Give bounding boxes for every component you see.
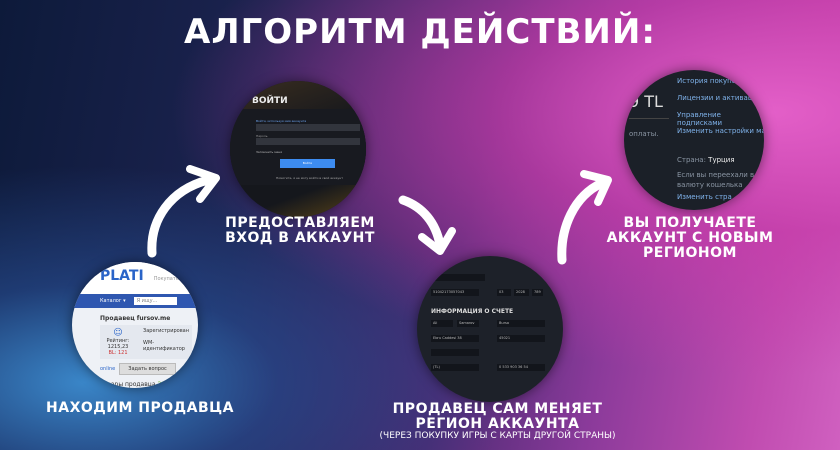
country-label: Страна: [677, 156, 706, 164]
caption-line: АККАУНТ С НОВЫМ [606, 230, 774, 246]
password-field [256, 138, 360, 145]
arrow-icon [557, 170, 612, 265]
month-field: 03 [497, 289, 511, 296]
store-settings-link: Изменить настройки магазина [677, 127, 764, 135]
registered-label: Зарегистрирован [143, 328, 189, 334]
address2-field [431, 349, 479, 356]
login-heading: ВОЙТИ [252, 96, 288, 106]
account-settings-screenshot: 9 TL оплаты. История покупок Лицензии и … [624, 70, 764, 210]
remember-checkbox: Запомнить меня [256, 150, 283, 154]
card-number-field: 5104217305​7043 [431, 289, 479, 296]
caption-line: ВХОД В АККАУНТ [225, 230, 375, 246]
login-screenshot: ВОЙТИ Войти, используя имя аккаунта Паро… [230, 81, 366, 217]
seller-bl: BL: 121 [108, 350, 128, 356]
purchase-history-link: История покупок [677, 77, 741, 85]
step1-caption: НАХОДИМ ПРОДАВЦА [46, 400, 234, 416]
cvv-field: 789 [532, 289, 543, 296]
wm-label: WM-идентификатор [143, 340, 185, 352]
year-field: 2028 [514, 289, 529, 296]
subscriptions-link: Управление подписками [677, 111, 723, 127]
plati-logo: PLATI [100, 268, 144, 284]
header-link: Покупателям [153, 276, 189, 282]
wallet-text: валюту кошелька [677, 181, 743, 189]
online-status: online [100, 366, 116, 372]
zip-field: 45021 [497, 335, 545, 342]
seller-name: Продавец fursov.me [100, 315, 171, 322]
licenses-link: Лицензии и активация [677, 94, 762, 102]
address-field: Ebru Caddesi 38 [431, 335, 479, 342]
first-name-field: Ali [431, 320, 453, 327]
arrow-icon [398, 195, 456, 255]
goods-label: Товары продавца [100, 381, 156, 388]
caption-line: ВЫ ПОЛУЧАЕТЕ [623, 215, 757, 231]
account-info-heading: ИНФОРМАЦИЯ О СЧЕТЕ [431, 308, 514, 315]
login-button: Войти [280, 159, 335, 168]
page-title: АЛГОРИТМ ДЕЙСТВИЙ: [184, 12, 656, 52]
payments-text: оплаты. [629, 130, 659, 138]
caption-line: ПРОДАВЕЦ САМ МЕНЯЕТ [392, 401, 603, 417]
seller-avatar-icon: ☺ [113, 328, 123, 338]
phone-field: 0 533 903 36 54 [497, 364, 545, 371]
payment-select [435, 274, 485, 281]
account-field [256, 124, 360, 131]
country-value: Турция [708, 156, 735, 164]
arrow-icon [147, 165, 220, 258]
catalog-menu: Каталог [100, 298, 122, 304]
country-select: (TL) [431, 364, 479, 371]
account-label: Войти, используя имя аккаунта [256, 119, 307, 123]
search-input: Я ищу... [133, 297, 178, 305]
caption-line: РЕГИОН АККАУНТА [415, 416, 580, 432]
city-field: Bursa [497, 320, 545, 327]
goods-count: 21 [157, 381, 166, 388]
caption-line: ПРЕДОСТАВЛЯЕМ [225, 215, 375, 231]
change-country-link: Изменить стра [677, 193, 732, 201]
caption-line: РЕГИОНОМ [643, 245, 737, 261]
password-label: Пароль [256, 134, 268, 138]
step3-note: (ЧЕРЕЗ ПОКУПКУ ИГРЫ С КАРТЫ ДРУГОЙ СТРАН… [379, 431, 616, 441]
help-link: Помогите, я не могу войти в свой аккаунт [276, 176, 344, 180]
seller-rating: Рейтинг: 1215,23 [106, 338, 130, 350]
billing-form-screenshot: 5104217305​7043 03 2028 789 ИНФОРМАЦИЯ О… [417, 256, 563, 402]
last-name-field: Samarov [457, 320, 479, 327]
moved-text: Если вы переехали в [677, 171, 755, 179]
wallet-balance: 9 TL [629, 92, 663, 111]
ask-question-button: Задать вопрос [119, 363, 176, 375]
